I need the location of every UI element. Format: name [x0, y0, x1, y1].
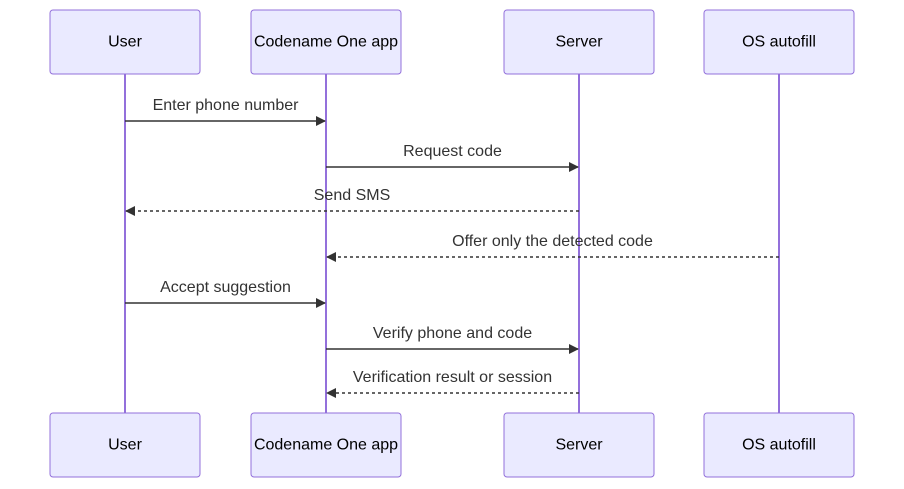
message-label: Verify phone and code: [373, 325, 532, 342]
participant-app-bottom: Codename One app: [250, 412, 402, 478]
participant-box: [250, 9, 402, 75]
lifelines: [124, 74, 780, 413]
participant-box: [49, 9, 201, 75]
message-4: Offer only the detected code: [326, 233, 779, 262]
participant-server-bottom: Server: [503, 412, 655, 478]
message-label: Verification result or session: [353, 369, 552, 386]
participant-label: OS autofill: [742, 34, 816, 51]
participant-box: [503, 9, 655, 75]
participant-box: [503, 412, 655, 478]
message-label: Send SMS: [314, 187, 390, 204]
participant-label: Server: [555, 437, 603, 454]
message-7: Verification result or session: [326, 369, 579, 398]
participant-label: Codename One app: [254, 34, 398, 51]
participant-user-top: User: [49, 9, 201, 75]
participant-autofill-bottom: OS autofill: [703, 412, 855, 478]
participant-label: Server: [555, 34, 603, 51]
message-5: Accept suggestion: [125, 279, 326, 308]
message-label: Enter phone number: [153, 97, 300, 114]
participant-app-top: Codename One app: [250, 9, 402, 75]
participants-top: User Codename One app Server OS autofill: [49, 9, 855, 75]
message-1: Enter phone number: [125, 97, 326, 126]
participant-label: Codename One app: [254, 437, 398, 454]
message-label: Offer only the detected code: [452, 233, 653, 250]
participant-user-bottom: User: [49, 412, 201, 478]
participant-box: [49, 412, 201, 478]
participant-box: [703, 9, 855, 75]
participant-label: User: [108, 437, 142, 454]
message-label: Accept suggestion: [160, 279, 291, 296]
participants-bottom: User Codename One app Server OS autofill: [49, 412, 855, 478]
participant-autofill-top: OS autofill: [703, 9, 855, 75]
participant-box: [250, 412, 402, 478]
message-label: Request code: [403, 143, 502, 160]
message-2: Request code: [326, 143, 579, 172]
message-6: Verify phone and code: [326, 325, 579, 354]
message-3: Send SMS: [125, 187, 579, 216]
participant-label: User: [108, 34, 142, 51]
participant-server-top: Server: [503, 9, 655, 75]
participant-box: [703, 412, 855, 478]
participant-label: OS autofill: [742, 437, 816, 454]
